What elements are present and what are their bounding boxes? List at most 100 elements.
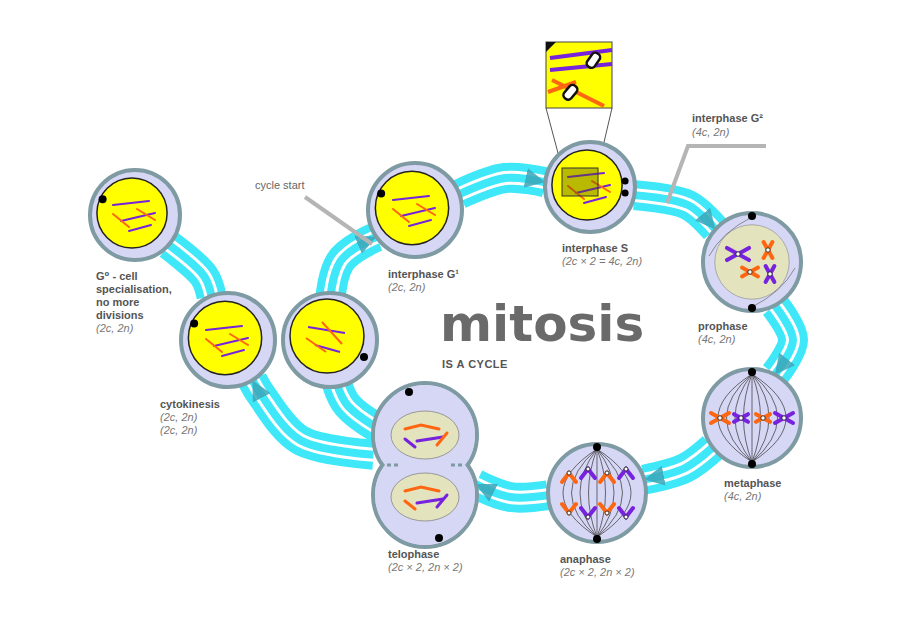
chromosome [129,225,151,231]
centrosome [593,443,601,451]
cleavage-furrow [387,464,399,467]
chromosome [764,242,773,258]
cell-drawing [370,380,480,550]
cell-drawing [542,139,638,235]
chromosome-count: (2c × 2, 2n × 2) [560,566,635,579]
chromosome [727,248,749,260]
spindle-fibre [563,449,597,537]
band-stripe [459,178,545,195]
band-stripe [169,245,212,296]
cell-drawing [545,441,649,545]
chromosome [405,439,415,447]
leader-line [305,197,372,244]
centrosome [748,212,756,220]
spindle-fibre [752,374,769,462]
centrosome [377,190,385,198]
band-stripe [169,245,212,296]
band-stripe [476,484,548,498]
chromosome-count: (2c × 2 = 4c, 2n) [562,255,642,268]
cell-node: G⁰ - cell specialisation, no more divisi… [87,167,183,263]
chromosome [756,414,770,422]
chromosome [764,242,773,258]
centromere [748,270,752,274]
cell [548,443,646,543]
cell [181,293,275,387]
cell-label: prophase(4c, 2n) [698,320,748,346]
cell-label: interphase G¹(2c, 2n) [388,268,459,294]
cleavage-furrow [451,464,463,467]
cell-node: interphase G¹(2c, 2n) [365,160,465,260]
daughter-cell [283,293,377,387]
nucleus [391,411,459,459]
phase-name: anaphase [560,553,635,566]
cell-drawing [178,290,278,390]
nucleus [97,178,167,248]
chromosome-count: (4c, 2n) [698,333,748,346]
cell-label: telophase(2c × 2, 2n × 2) [388,548,463,574]
chromosome [405,487,439,491]
cell-label: interphase S(2c × 2 = 4c, 2n) [562,242,642,268]
chromosome [742,268,758,277]
phase-name: telophase [388,548,463,561]
centromere [768,272,772,276]
centrosome [593,535,601,543]
spindle-fibre [597,449,623,537]
centromere [586,467,590,471]
cell-label: G⁰ - cell specialisation, no more divisi… [96,270,188,335]
band-stripe [459,178,545,195]
phase-name: prophase [698,320,748,333]
spindle-fibre [580,449,597,537]
chromosome [734,414,748,422]
cell-drawing [700,210,804,314]
cell-membrane [703,369,801,467]
chromosome [113,214,129,227]
chromosome [393,196,429,200]
chromatid [552,80,604,106]
nucleus [188,301,261,374]
chromatid [550,64,612,70]
chromosome-count: (2c, 2n) [388,281,459,294]
band-stripe [775,305,793,374]
cohesin-link [585,51,602,69]
band-stripe [634,195,715,229]
chromosome [417,204,435,215]
leader-line [667,146,766,203]
chromosome [742,268,758,277]
phase-name: cytokinesis [160,398,220,411]
spindle-fibre [597,449,606,537]
chromosome [206,339,222,352]
phase-name: interphase S [562,242,642,255]
cycle-band [476,484,548,498]
chromosome-count: (2c, 2n) [160,411,220,424]
chromosome [775,413,793,423]
phase-name: metaphase [724,477,781,490]
chromatid [550,50,612,58]
spindle-fibre [752,268,795,307]
centrosome [405,388,413,396]
cell-label: metaphase(4c, 2n) [724,477,781,503]
chromosome [437,433,447,445]
band-stripe [644,447,713,479]
diagram-title: mitosis [440,298,644,350]
band-stripe [775,305,793,374]
cytoplasm [375,445,475,545]
centromere [567,511,571,515]
chromosome [113,201,149,205]
cell-node: anaphase(2c × 2, 2n × 2) [545,441,649,545]
band-stripe [459,178,545,195]
chromosome [322,322,342,344]
centrosome [190,320,198,328]
spindle-fibre [572,449,598,537]
centromere [766,248,770,252]
chromosome [727,248,749,260]
chromosome [222,350,244,356]
chromosome-count: (2c, 2n) [96,322,188,335]
cell-drawing [365,160,465,260]
phase-label: (4c, 2n) [692,126,729,139]
chromosome [393,209,409,222]
centromere [624,515,628,519]
centromere [736,252,740,256]
chromosome [711,413,729,423]
cell-node: prophase(4c, 2n) [700,210,804,314]
